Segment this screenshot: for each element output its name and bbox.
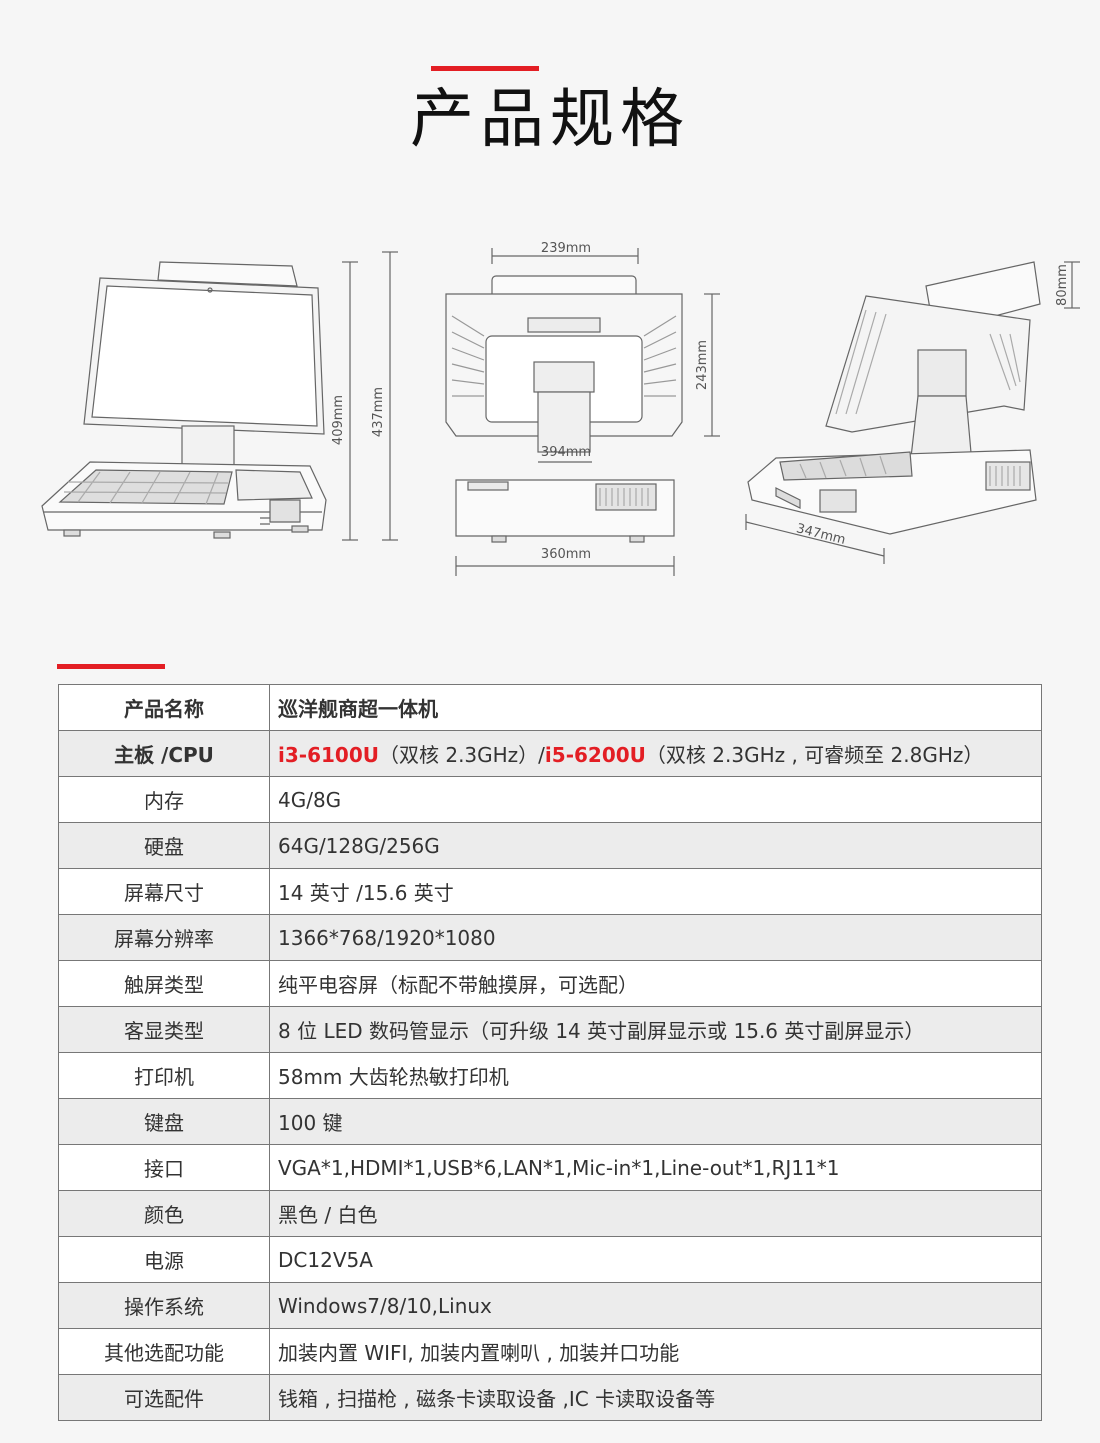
spec-table: 产品名称 巡洋舰商超一体机 主板 /CPU i3-6100U（双核 2.3GHz…	[58, 684, 1042, 1421]
spec-value: 纯平电容屏（标配不带触摸屏，可选配）	[269, 960, 1042, 1007]
spec-value: Windows7/8/10,Linux	[269, 1282, 1042, 1329]
dim-80: 80mm	[1055, 264, 1070, 306]
spec-value: 8 位 LED 数码管显示（可升级 14 英寸副屏显示或 15.6 英寸副屏显示…	[269, 1006, 1042, 1053]
dim-243: 243mm	[695, 340, 710, 390]
dim-394: 394mm	[541, 445, 591, 460]
title-accent-bar	[431, 66, 539, 71]
table-row: 可选配件 钱箱 , 扫描枪 , 磁条卡读取设备 ,IC 卡读取设备等	[58, 1374, 1042, 1421]
table-row: 打印机 58mm 大齿轮热敏打印机	[58, 1052, 1042, 1099]
spec-value: 巡洋舰商超一体机	[269, 684, 1042, 731]
dim-239: 239mm	[541, 241, 591, 256]
table-row: 硬盘 64G/128G/256G	[58, 822, 1042, 869]
table-row: 内存 4G/8G	[58, 776, 1042, 823]
spec-value: 64G/128G/256G	[269, 822, 1042, 869]
spec-value: 100 键	[269, 1098, 1042, 1145]
spec-label: 产品名称	[58, 684, 270, 731]
spec-value: 58mm 大齿轮热敏打印机	[269, 1052, 1042, 1099]
table-row: 其他选配功能 加装内置 WIFI, 加装内置喇叭 , 加装并口功能	[58, 1328, 1042, 1375]
spec-value: 4G/8G	[269, 776, 1042, 823]
spec-label: 接口	[58, 1144, 270, 1191]
table-row: 操作系统 Windows7/8/10,Linux	[58, 1282, 1042, 1329]
table-row: 触屏类型 纯平电容屏（标配不带触摸屏，可选配）	[58, 960, 1042, 1007]
spec-label: 硬盘	[58, 822, 270, 869]
spec-label: 屏幕分辨率	[58, 914, 270, 961]
spec-label: 触屏类型	[58, 960, 270, 1007]
table-row: 客显类型 8 位 LED 数码管显示（可升级 14 英寸副屏显示或 15.6 英…	[58, 1006, 1042, 1053]
dim-437: 437mm	[371, 387, 386, 437]
product-dimension-diagram: 409mm 437mm	[0, 200, 1100, 620]
spec-label: 打印机	[58, 1052, 270, 1099]
spec-value: VGA*1,HDMI*1,USB*6,LAN*1,Mic-in*1,Line-o…	[269, 1144, 1042, 1191]
dim-409: 409mm	[331, 395, 346, 445]
rear-perspective-view	[745, 261, 1080, 564]
table-row: 屏幕分辨率 1366*768/1920*1080	[58, 914, 1042, 961]
cpu-desc-2: （双核 2.3GHz , 可睿频至 2.8GHz）	[645, 743, 984, 767]
spec-value: 黑色 / 白色	[269, 1190, 1042, 1237]
spec-label: 客显类型	[58, 1006, 270, 1053]
spec-label: 操作系统	[58, 1282, 270, 1329]
cpu-desc-1: （双核 2.3GHz）/	[378, 743, 545, 767]
page-title: 产品规格	[410, 83, 690, 157]
spec-value-cpu: i3-6100U（双核 2.3GHz）/i5-6200U（双核 2.3GHz ,…	[269, 730, 1042, 777]
dim-347: 347mm	[795, 521, 847, 548]
spec-label: 键盘	[58, 1098, 270, 1145]
front-perspective-view	[41, 251, 398, 541]
table-row: 产品名称 巡洋舰商超一体机	[58, 684, 1042, 731]
spec-value: DC12V5A	[269, 1236, 1042, 1283]
table-row: 电源 DC12V5A	[58, 1236, 1042, 1283]
spec-label: 内存	[58, 776, 270, 823]
rear-view	[445, 248, 720, 576]
spec-label: 屏幕尺寸	[58, 868, 270, 915]
section-accent-bar	[57, 664, 165, 669]
spec-label: 其他选配功能	[58, 1328, 270, 1375]
spec-value: 1366*768/1920*1080	[269, 914, 1042, 961]
cpu-model-i3: i3-6100U	[278, 743, 379, 767]
table-row: 颜色 黑色 / 白色	[58, 1190, 1042, 1237]
dim-360: 360mm	[541, 547, 591, 562]
table-row: 屏幕尺寸 14 英寸 /15.6 英寸	[58, 868, 1042, 915]
cpu-model-i5: i5-6200U	[544, 743, 646, 767]
spec-label: 主板 /CPU	[58, 730, 270, 777]
spec-label: 可选配件	[58, 1374, 270, 1421]
table-row: 接口 VGA*1,HDMI*1,USB*6,LAN*1,Mic-in*1,Lin…	[58, 1144, 1042, 1191]
spec-label: 颜色	[58, 1190, 270, 1237]
table-row: 主板 /CPU i3-6100U（双核 2.3GHz）/i5-6200U（双核 …	[58, 730, 1042, 777]
spec-label: 电源	[58, 1236, 270, 1283]
spec-value: 14 英寸 /15.6 英寸	[269, 868, 1042, 915]
spec-value: 钱箱 , 扫描枪 , 磁条卡读取设备 ,IC 卡读取设备等	[269, 1374, 1042, 1421]
spec-value: 加装内置 WIFI, 加装内置喇叭 , 加装并口功能	[269, 1328, 1042, 1375]
table-row: 键盘 100 键	[58, 1098, 1042, 1145]
